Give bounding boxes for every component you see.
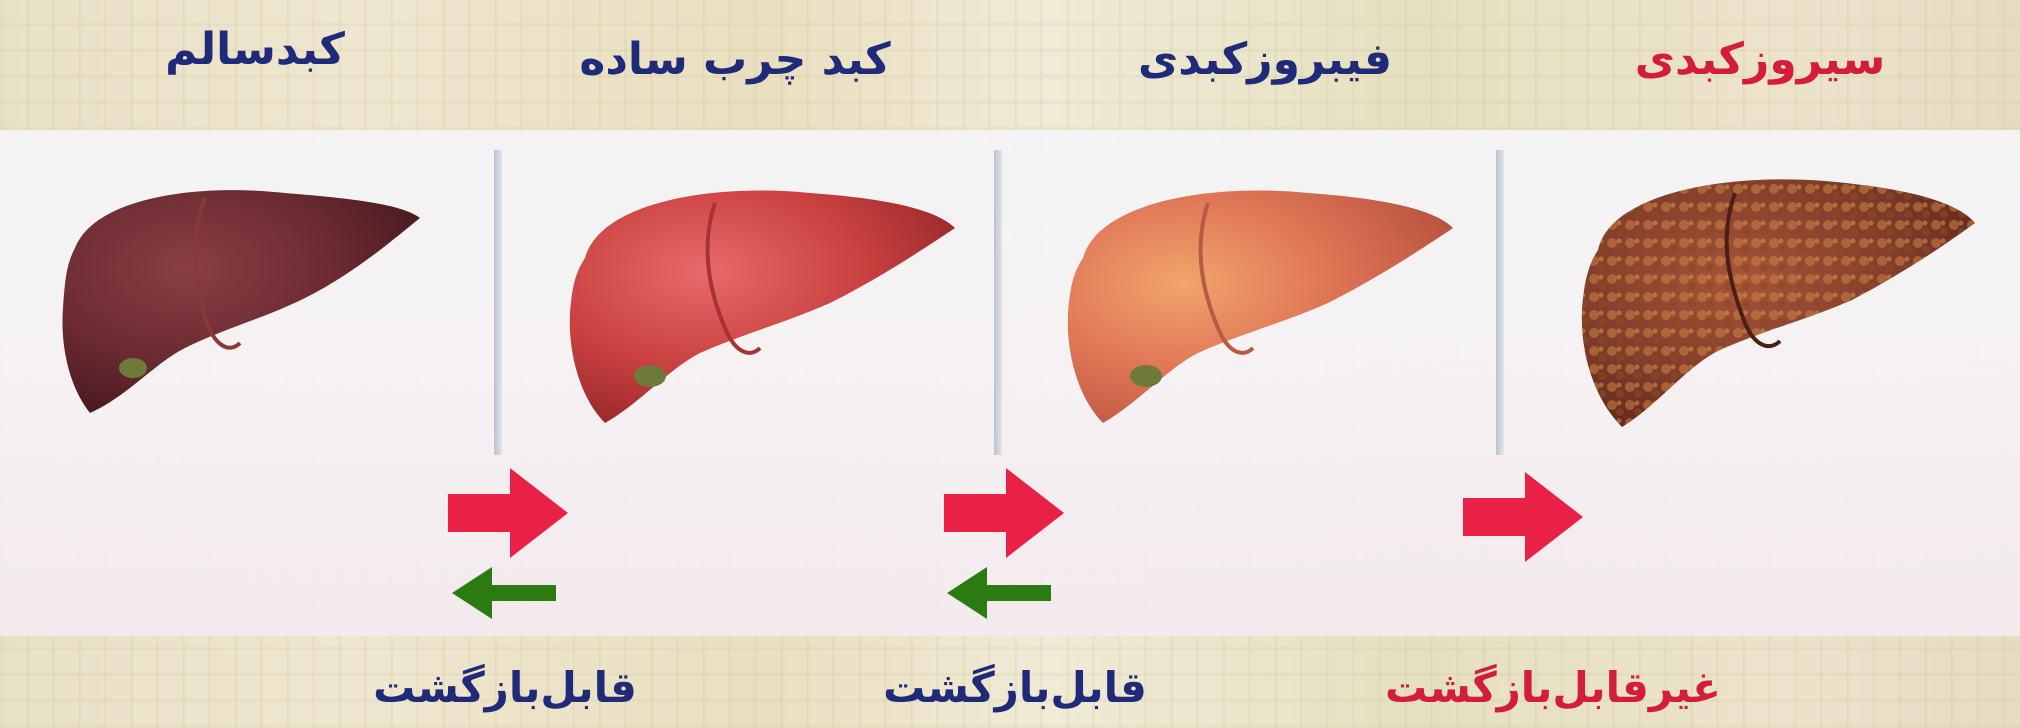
stage-title-healthy-liver: کبدسالم xyxy=(140,20,370,80)
stage-title-liver-fibrosis: فیبروزکبدی xyxy=(1120,30,1410,90)
backward-arrow-1 xyxy=(452,565,558,621)
stage-title-simple-fatty-liver: کبد چرب ساده xyxy=(570,30,900,90)
transition-label-irreversible: غیرقابل‌بازگشت xyxy=(1385,660,1715,716)
forward-arrow-1 xyxy=(448,468,570,558)
divider-3 xyxy=(1496,150,1504,455)
healthy-liver-image xyxy=(55,178,425,418)
backward-arrow-2 xyxy=(947,565,1053,621)
fibrosis-liver-image xyxy=(1058,178,1458,428)
divider-1 xyxy=(494,150,502,455)
fatty-liver-image xyxy=(560,178,960,428)
cirrhosis-liver-image xyxy=(1570,165,1980,435)
forward-arrow-3 xyxy=(1463,472,1585,562)
forward-arrow-2 xyxy=(944,468,1066,558)
stage-title-liver-cirrhosis: سیروزکبدی xyxy=(1620,30,1900,90)
divider-2 xyxy=(994,150,1002,455)
transition-label-reversible-2: قابل‌بازگشت xyxy=(880,660,1150,716)
transition-label-reversible-1: قابل‌بازگشت xyxy=(370,660,640,716)
